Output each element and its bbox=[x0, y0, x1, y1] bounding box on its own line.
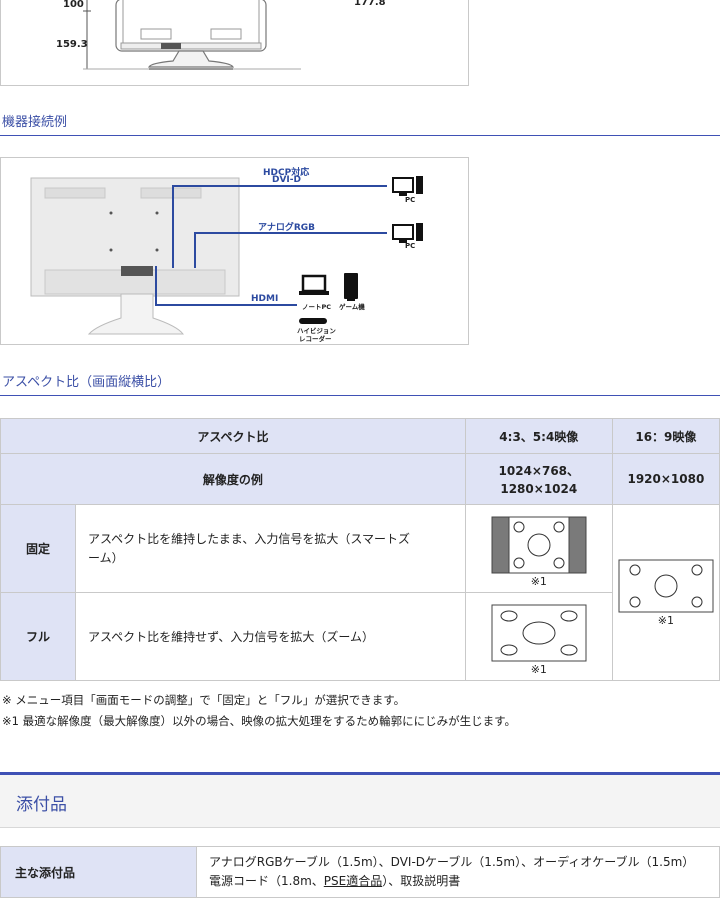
fixed-label: 固定 bbox=[0, 504, 76, 593]
header-169: 16：9映像 bbox=[611, 418, 720, 454]
connection-section-title: 機器接続例 bbox=[2, 115, 68, 130]
table-row: アスペクト比 4:3、5:4映像 16：9映像 bbox=[0, 418, 720, 454]
table-row: フル アスペクト比を維持せず、入力信号を拡大（ズーム） ※1 bbox=[0, 592, 720, 681]
header-43: 4:3、5:4映像 bbox=[464, 418, 613, 454]
aspect-note-2: ※1 最適な解像度（最大解像度）以外の場合、映像の拡大処理をするため輪郭ににじみ… bbox=[2, 714, 516, 728]
aspect-section-title: アスペクト比（画面縦横比） bbox=[2, 375, 171, 390]
fixed-43-cell: ※1 bbox=[464, 504, 613, 593]
full-label: フル bbox=[0, 592, 76, 681]
connection-diagram-panel: HDCP対応 DVI-D アナログRGB HDMI PC PC ノートPC ゲー… bbox=[0, 157, 469, 345]
dvi-label-line1: HDCP対応 bbox=[263, 168, 310, 178]
dvi-label-line2: DVI-D bbox=[272, 175, 301, 185]
fixed-desc: アスペクト比を維持したまま、入力信号を拡大（スマートズーム） bbox=[75, 504, 466, 593]
full-desc: アスペクト比を維持せず、入力信号を拡大（ズーム） bbox=[75, 592, 466, 681]
fixed-43-illustration bbox=[491, 516, 587, 573]
dim-label-100: 100 bbox=[63, 0, 84, 10]
accessories-label: 主な添付品 bbox=[0, 846, 197, 898]
analog-label: アナログRGB bbox=[258, 223, 315, 233]
fixed-desc-text: アスペクト比を維持したまま、入力信号を拡大（スマートズーム） bbox=[88, 531, 410, 565]
connection-diagram bbox=[30, 176, 423, 335]
notepc-label: ノートPC bbox=[302, 303, 332, 311]
table-row: 固定 アスペクト比を維持したまま、入力信号を拡大（スマートズーム） ※1 bbox=[0, 504, 720, 681]
accessories-line1: アナログRGBケーブル（1.5m）、DVI-Dケーブル（1.5m）、オーディオケ… bbox=[209, 855, 695, 869]
pse-link[interactable]: PSE適合品 bbox=[323, 874, 383, 888]
accessories-table: 主な添付品 アナログRGBケーブル（1.5m）、DVI-Dケーブル（1.5m）、… bbox=[0, 846, 720, 898]
recorder-label-line1: ハイビジョン bbox=[297, 327, 336, 335]
both-169-cell: ※1 bbox=[611, 504, 720, 681]
hdmi-label: HDMI bbox=[251, 294, 279, 304]
recorder-label-line2: レコーダー bbox=[299, 335, 332, 343]
dim-label-177: 177.8 bbox=[354, 0, 386, 8]
accessories-header-band: 添付品 bbox=[0, 772, 720, 828]
aspect-note-1: ※ メニュー項目「画面モードの調整」で「固定」と「フル」が選択できます。 bbox=[2, 693, 406, 707]
header-aspect: アスペクト比 bbox=[0, 418, 466, 454]
res-label: 解像度の例 bbox=[0, 453, 466, 505]
dimension-drawing-panel: 100 159.3 177.8 bbox=[0, 0, 469, 86]
fixed-43-mark: ※1 bbox=[530, 574, 547, 588]
accessories-title: 添付品 bbox=[16, 795, 67, 815]
res-43-cell: 1024×768、 1280×1024 bbox=[464, 453, 613, 505]
accessories-line2-post: ）、取扱説明書 bbox=[382, 874, 461, 888]
full-43-cell: ※1 bbox=[464, 592, 613, 681]
aspect-section-rule bbox=[0, 395, 720, 396]
res-169: 1920×1080 bbox=[611, 453, 720, 505]
accessories-list: アナログRGBケーブル（1.5m）、DVI-Dケーブル（1.5m）、オーディオケ… bbox=[196, 846, 720, 898]
full-43-mark: ※1 bbox=[530, 662, 547, 676]
connection-section-rule bbox=[0, 135, 720, 136]
pc-label-2: PC bbox=[405, 242, 416, 250]
accessories-line2-pre: 電源コード（1.8m、 bbox=[209, 874, 324, 888]
full-43-illustration bbox=[491, 604, 587, 661]
fixed-169-mark: ※1 bbox=[657, 613, 674, 627]
aspect-table: アスペクト比 4:3、5:4映像 16：9映像 解像度の例 1024×768、 … bbox=[0, 418, 720, 681]
table-row: 解像度の例 1024×768、 1280×1024 1920×1080 bbox=[0, 453, 720, 505]
pc-label-1: PC bbox=[405, 196, 416, 204]
game-label: ゲーム機 bbox=[339, 303, 365, 311]
fixed-169-illustration bbox=[618, 559, 714, 612]
res-43-line1: 1024×768、 bbox=[498, 464, 580, 478]
dim-label-159: 159.3 bbox=[56, 39, 88, 50]
monitor-dimension-drawing bbox=[83, 0, 301, 70]
table-row: 主な添付品 アナログRGBケーブル（1.5m）、DVI-Dケーブル（1.5m）、… bbox=[0, 846, 720, 898]
accessories-line2: 電源コード（1.8m、PSE適合品）、取扱説明書 bbox=[209, 872, 707, 891]
res-43-line2: 1280×1024 bbox=[500, 482, 578, 496]
